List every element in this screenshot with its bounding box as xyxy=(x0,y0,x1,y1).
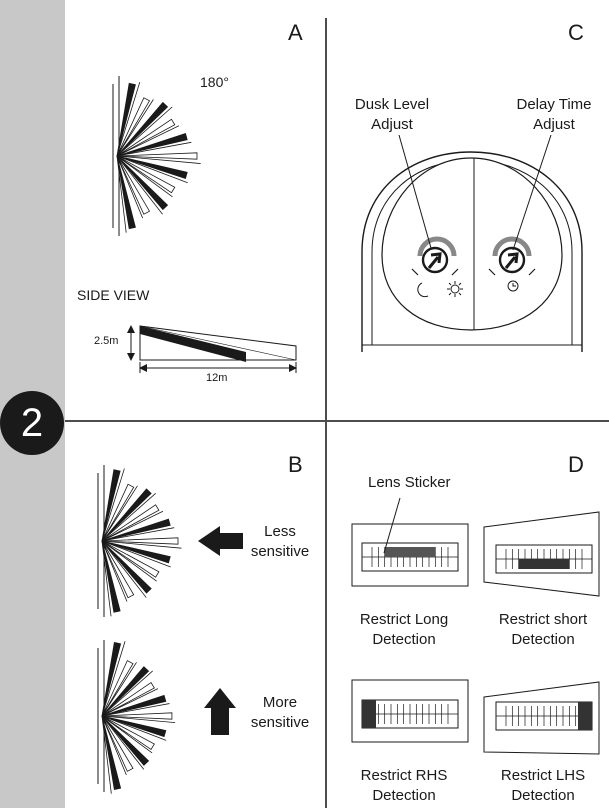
panel-a-letter: A xyxy=(288,20,303,45)
vertical-divider xyxy=(325,18,327,808)
detection-fan-less-sensitive xyxy=(97,465,182,617)
lens-sticker-label: Lens Sticker xyxy=(368,474,451,491)
lens-box-short xyxy=(483,511,600,597)
distance-label: 12m xyxy=(206,372,228,384)
panel-b-letter: B xyxy=(288,452,303,477)
caption-short: Restrict short Detection xyxy=(498,611,588,648)
clock-icon xyxy=(507,280,519,292)
moon-icon xyxy=(417,282,429,298)
less-sensitive-label: Less sensitive xyxy=(250,523,310,560)
height-label: 2.5m xyxy=(94,335,119,347)
detection-fan-more-sensitive xyxy=(97,640,176,794)
sun-icon xyxy=(447,281,463,297)
panel-d-letter: D xyxy=(568,452,584,477)
panel-c-letter: C xyxy=(568,20,584,45)
arrow-left-icon xyxy=(198,526,243,556)
caption-rhs: Restrict RHS Detection xyxy=(360,767,448,804)
dusk-level-label: Dusk Level Adjust xyxy=(354,96,430,133)
caption-lhs: Restrict LHS Detection xyxy=(500,767,586,804)
side-view-diagram xyxy=(127,325,297,373)
sensor-housing xyxy=(361,151,583,352)
detection-fan-a xyxy=(112,76,201,236)
caption-long: Restrict Long Detection xyxy=(359,611,449,648)
delay-time-label: Delay Time Adjust xyxy=(516,96,592,133)
step-number-badge: 2 xyxy=(0,391,64,455)
more-sensitive-label: More sensitive xyxy=(250,694,310,731)
lens-box-long xyxy=(351,523,469,587)
dusk-level-dial[interactable] xyxy=(411,236,459,276)
delay-time-dial[interactable] xyxy=(488,236,536,276)
lens-box-rhs xyxy=(351,679,469,743)
lens-box-lhs xyxy=(483,681,600,755)
horizontal-divider xyxy=(65,420,609,422)
arrow-up-icon xyxy=(204,688,236,735)
side-view-title: SIDE VIEW xyxy=(77,287,150,303)
detection-angle-label: 180° xyxy=(200,74,229,90)
